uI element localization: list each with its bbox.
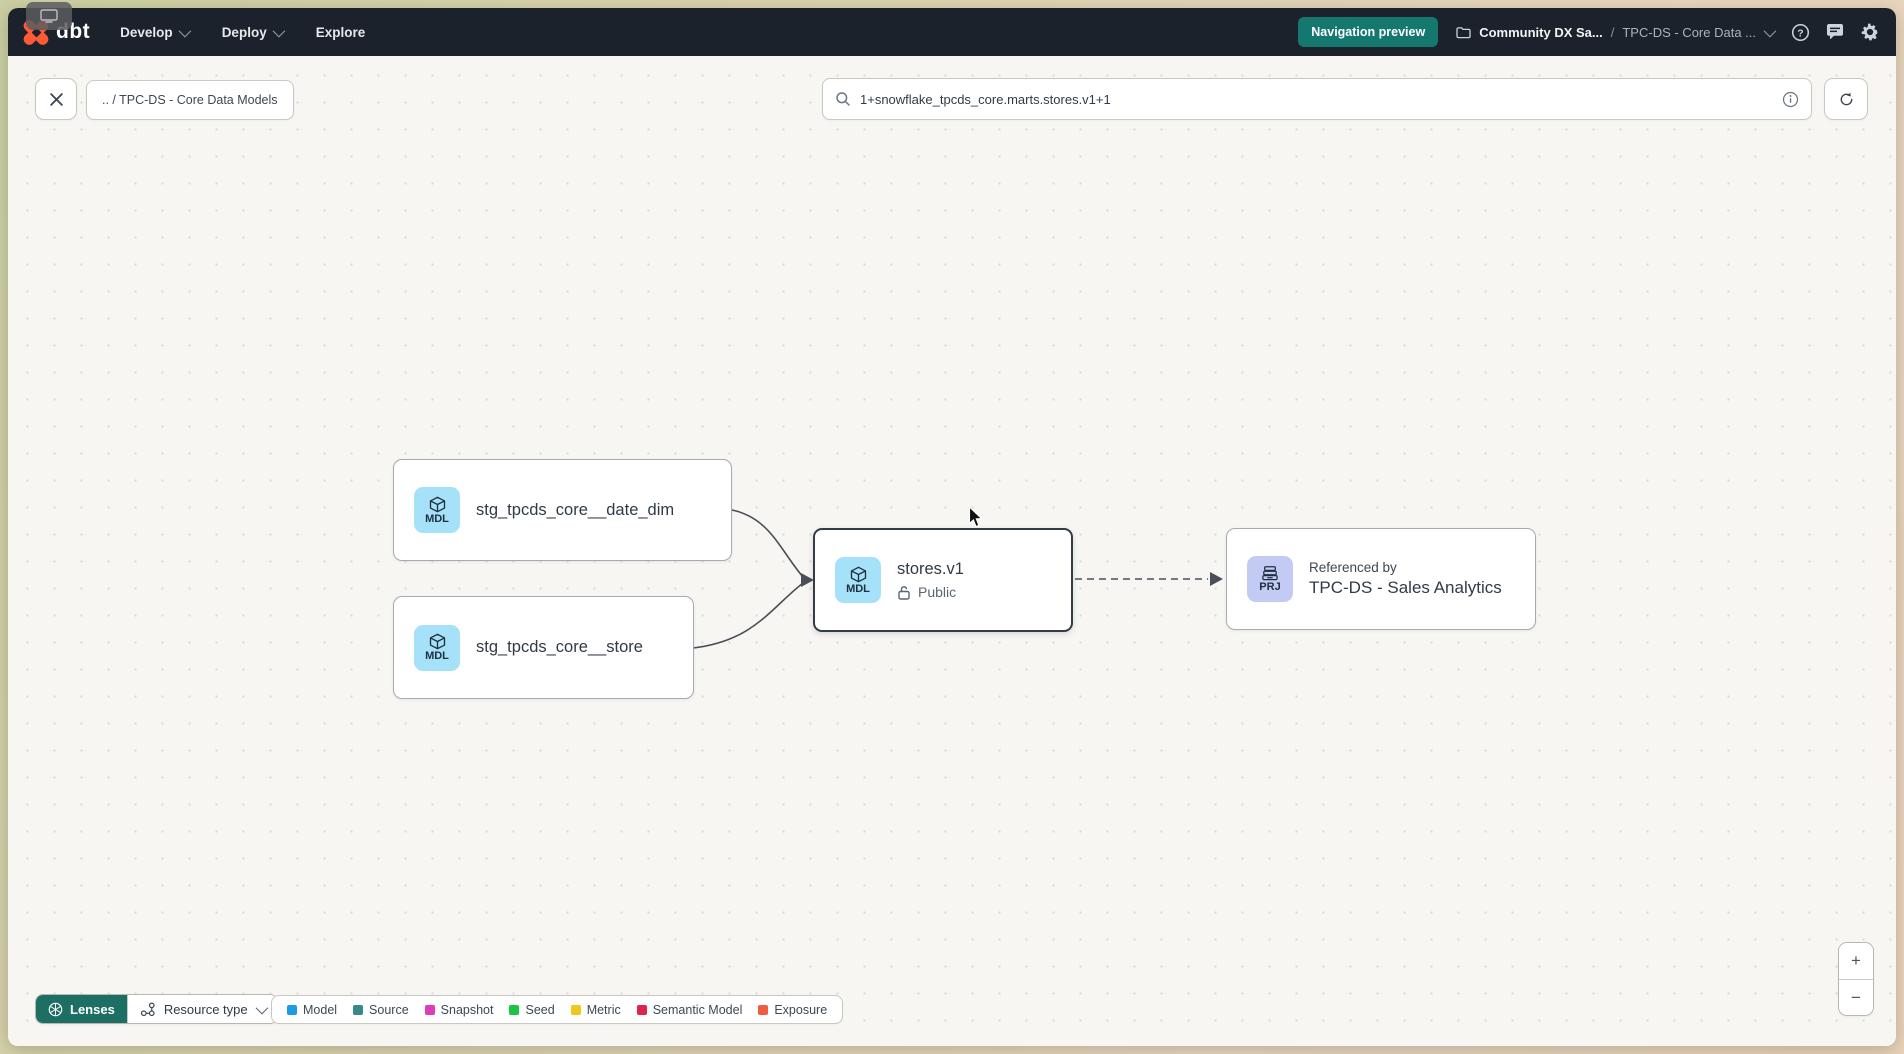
screen-icon: [40, 9, 58, 23]
legend-item: Snapshot: [425, 1003, 494, 1017]
zoom-out-button[interactable]: −: [1839, 979, 1873, 1015]
search-input[interactable]: [860, 92, 1773, 107]
legend-item: Semantic Model: [637, 1003, 743, 1017]
legend-swatch: [353, 1005, 363, 1015]
menu-deploy[interactable]: Deploy: [222, 25, 282, 40]
folder-icon: [1456, 26, 1471, 39]
node-stores-v1[interactable]: MDL stores.v1 Public: [813, 528, 1073, 632]
node-stg-tpcds-core-date-dim[interactable]: MDL stg_tpcds_core__date_dim: [393, 459, 732, 561]
refresh-button[interactable]: [1824, 78, 1868, 120]
badge-label: MDL: [425, 514, 449, 525]
project-icon: [1261, 565, 1279, 581]
referenced-project-name: TPC-DS - Sales Analytics: [1309, 578, 1502, 598]
project-badge: PRJ: [1247, 556, 1293, 602]
legend-item: Exposure: [758, 1003, 827, 1017]
canvas-breadcrumb-label: .. / TPC-DS - Core Data Models: [102, 93, 278, 107]
lineage-search: [822, 78, 1812, 120]
badge-label: MDL: [425, 651, 449, 662]
legend-label: Source: [369, 1003, 409, 1017]
cube-icon: [849, 566, 868, 583]
legend-label: Seed: [525, 1003, 554, 1017]
breadcrumb-separator: /: [1611, 25, 1615, 40]
chevron-down-icon: [272, 24, 285, 37]
lineage-canvas[interactable]: .. / TPC-DS - Core Data Models: [8, 56, 1896, 1046]
lenses-icon: [48, 1002, 63, 1017]
legend-swatch: [509, 1005, 519, 1015]
close-button[interactable]: [35, 78, 77, 120]
legend-item: Seed: [509, 1003, 554, 1017]
model-badge: MDL: [414, 625, 460, 671]
zoom-in-button[interactable]: +: [1839, 943, 1873, 979]
legend-label: Exposure: [774, 1003, 827, 1017]
model-badge: MDL: [835, 557, 881, 603]
close-icon: [49, 92, 64, 107]
referenced-by-label: Referenced by: [1309, 560, 1502, 575]
gear-icon[interactable]: [1860, 22, 1880, 42]
cube-icon: [428, 633, 447, 650]
menu-develop-label: Develop: [120, 25, 173, 40]
navigation-preview-badge[interactable]: Navigation preview: [1298, 17, 1438, 47]
legend-item: Model: [287, 1003, 337, 1017]
access-label: Public: [918, 584, 956, 600]
resource-type-label: Resource type: [164, 1002, 248, 1017]
legend-swatch: [571, 1005, 581, 1015]
resource-legend: Model Source Snapshot Seed Metric: [271, 995, 843, 1024]
legend-swatch: [637, 1005, 647, 1015]
legend-item: Metric: [571, 1003, 621, 1017]
legend-swatch: [287, 1005, 297, 1015]
chevron-down-icon: [1764, 24, 1777, 37]
breadcrumb-section: TPC-DS - Core Data ...: [1622, 25, 1756, 40]
mouse-cursor: [968, 506, 985, 529]
zoom-controls: + −: [1838, 942, 1874, 1016]
legend-label: Model: [303, 1003, 337, 1017]
chevron-down-icon: [255, 1001, 268, 1014]
refresh-icon: [1838, 91, 1855, 108]
screen-share-indicator: [26, 2, 72, 30]
legend-item: Source: [353, 1003, 409, 1017]
main-menu: Develop Deploy Explore: [120, 25, 365, 40]
menu-explore-label: Explore: [316, 25, 366, 40]
top-navbar: dbt Develop Deploy Explore Navigation pr…: [8, 8, 1896, 56]
cube-icon: [428, 496, 447, 513]
lenses-button[interactable]: Lenses: [36, 995, 127, 1023]
resource-type-icon: [140, 1002, 156, 1017]
node-label: stg_tpcds_core__date_dim: [476, 501, 674, 520]
node-label: stg_tpcds_core__store: [476, 638, 643, 657]
node-stg-tpcds-core-store[interactable]: MDL stg_tpcds_core__store: [393, 596, 694, 699]
help-icon[interactable]: ?: [1791, 23, 1810, 42]
breadcrumb-project: Community DX Sa...: [1479, 25, 1603, 40]
unlock-icon: [897, 585, 911, 600]
feedback-icon[interactable]: [1825, 23, 1845, 42]
legend-swatch: [758, 1005, 768, 1015]
resource-type-dropdown[interactable]: Resource type: [127, 995, 277, 1023]
legend-swatch: [425, 1005, 435, 1015]
model-badge: MDL: [414, 487, 460, 533]
view-controls: Lenses Resource type: [35, 994, 278, 1024]
chevron-down-icon: [178, 24, 191, 37]
lenses-label: Lenses: [70, 1002, 115, 1017]
svg-text:?: ?: [1797, 28, 1803, 39]
menu-explore[interactable]: Explore: [316, 25, 366, 40]
badge-label: MDL: [846, 584, 870, 595]
legend-label: Metric: [587, 1003, 621, 1017]
legend-label: Semantic Model: [653, 1003, 743, 1017]
menu-deploy-label: Deploy: [222, 25, 267, 40]
arrowhead-icon: [1210, 572, 1223, 586]
canvas-breadcrumb-chip[interactable]: .. / TPC-DS - Core Data Models: [86, 80, 294, 120]
node-referenced-by-sales-analytics[interactable]: PRJ Referenced by TPC-DS - Sales Analyti…: [1226, 528, 1536, 630]
project-breadcrumb[interactable]: Community DX Sa... / TPC-DS - Core Data …: [1456, 25, 1773, 40]
badge-label: PRJ: [1259, 582, 1280, 593]
search-icon: [835, 91, 851, 107]
legend-label: Snapshot: [441, 1003, 494, 1017]
menu-develop[interactable]: Develop: [120, 25, 188, 40]
app-window: dbt Develop Deploy Explore Navigation pr…: [8, 8, 1896, 1046]
info-icon[interactable]: [1782, 91, 1799, 108]
node-label: stores.v1: [897, 560, 964, 579]
